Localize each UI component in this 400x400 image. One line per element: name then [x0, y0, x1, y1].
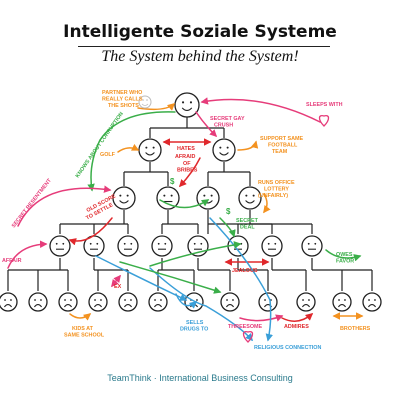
arrow-ex [111, 274, 121, 288]
label-golf: GOLF [100, 152, 116, 158]
frowning-face-icon [220, 292, 240, 312]
label-threesome: THREESOME [228, 324, 263, 330]
label-affair: AFFAIR [2, 258, 22, 264]
label-sells-drugs: SELLS DRUGS TO [180, 320, 208, 333]
arrow-bribes [159, 199, 210, 209]
arrow-affair [7, 240, 48, 269]
dollar-sign-icon: $ [170, 177, 175, 186]
frowning-face-icon [58, 292, 78, 312]
label-partner: PARTNER WHO REALLY CALLS THE SHOTS [102, 90, 144, 109]
footer-text: TeamThink · International Business Consu… [107, 373, 293, 383]
label-old-score: OLD SCORE TO SETTLE [82, 193, 121, 222]
arrow-afraid [178, 157, 201, 188]
arrow-kids-school [69, 313, 92, 321]
frowning-face-icon [148, 292, 168, 312]
arrow-religious-2 [209, 217, 273, 342]
label-sleeps-with: SLEEPS WITH [306, 102, 343, 108]
frowning-face-icon [332, 292, 352, 312]
label-owes-favor: OWES FAVOR [336, 252, 354, 265]
relationship-arrows [7, 97, 364, 342]
arrow-old-score [68, 217, 113, 246]
frowning-face-icon [184, 292, 204, 312]
smiley-face-icon [238, 186, 262, 210]
arrow-religious-3 [95, 255, 188, 301]
label-secret-gay-crush: SECRET GAY CRUSH [210, 116, 246, 129]
label-kids-school: KIDS AT SAME SCHOOL [64, 326, 105, 339]
page-title: Intelligente Soziale Systeme [63, 22, 337, 42]
smiley-face-icon [112, 186, 136, 210]
dollar-sign-icon: $ [226, 207, 231, 216]
arrow-golf [117, 143, 140, 153]
smiley-face-icon [212, 138, 236, 162]
smiley-face-icon [174, 92, 200, 118]
arrow-religious-1 [149, 267, 253, 342]
frowning-face-icon [28, 292, 48, 312]
arrow-secret-resentment [17, 185, 112, 227]
arrow-secret-deal [219, 217, 236, 238]
neutral-face-icon [138, 95, 152, 109]
label-admires: ADMIRES [284, 324, 309, 330]
label-hates: HATES [177, 146, 195, 152]
arrow-green-cross-1 [149, 241, 242, 267]
frowning-face-icon [296, 292, 316, 312]
neutral-face-icon [261, 235, 283, 257]
neutral-face-icon [49, 235, 71, 257]
arrow-sleeps-with [200, 97, 321, 123]
label-of-bribes: OF BRIBES [177, 161, 198, 174]
title-divider [78, 46, 330, 47]
label-jealous: JEALOUS [232, 268, 258, 274]
label-afraid: AFRAID [175, 154, 195, 160]
arrow-secret-gay-crush [195, 111, 218, 138]
neutral-face-icon [301, 235, 323, 257]
arrow-football [237, 140, 259, 151]
arrow-admires [281, 313, 314, 322]
label-secret-resentment: SECRET RESENTMENT [11, 177, 53, 229]
frowning-face-icon [362, 292, 382, 312]
arrow-green-cross-2 [119, 261, 222, 294]
neutral-face-icon [117, 235, 139, 257]
neutral-face-icon [151, 235, 173, 257]
arrow-sells-drugs [175, 293, 198, 309]
label-ex: EX [114, 284, 122, 290]
arrow-owes-favor [325, 249, 362, 262]
heart-icon [242, 330, 254, 343]
smiley-face-icon [138, 138, 162, 162]
heart-icon [318, 114, 330, 127]
arrow-partner [137, 103, 176, 111]
relationship-labels: PARTNER WHO REALLY CALLS THE SHOTS SLEEP… [2, 90, 371, 351]
label-football: SUPPORT SAME FOOTBALL TEAM [260, 136, 305, 155]
frowning-face-icon [118, 292, 138, 312]
frowning-face-icon [88, 292, 108, 312]
page-subtitle: The System behind the System! [101, 48, 299, 65]
hierarchy-lines [7, 117, 373, 291]
people [0, 92, 382, 312]
arrow-lottery [263, 193, 271, 214]
arrow-knows-corruption [87, 111, 176, 192]
label-brothers: BROTHERS [340, 326, 371, 332]
label-knows-corruption: KNOWS ABOUT CORRUPTION [75, 111, 125, 179]
arrow-threesome [239, 314, 284, 322]
label-secret-deal: SECRET DEAL [236, 218, 259, 231]
label-lottery: RUNS OFFICE LOTTERY (UNFAIRLY) [258, 180, 296, 199]
smiley-face-icon [196, 186, 220, 210]
label-religious-connection: RELIGIOUS CONNECTION [254, 345, 321, 351]
frowning-face-icon [0, 292, 18, 312]
neutral-face-icon [156, 186, 180, 210]
